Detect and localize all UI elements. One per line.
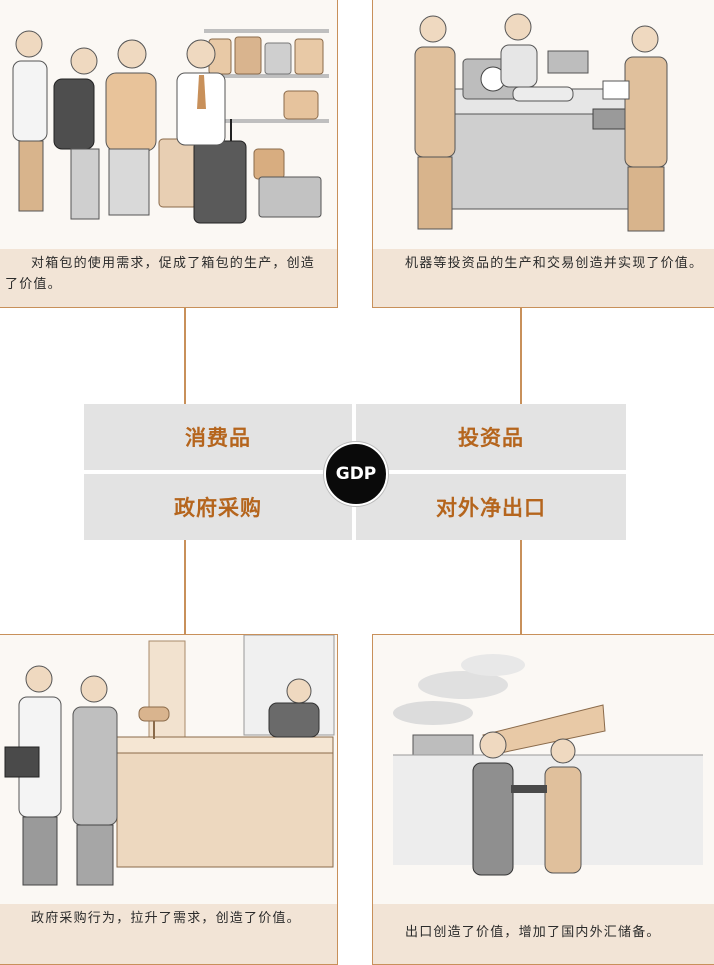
gdp-components-hub: 消费品 投资品 政府采购 对外净出口 GDP: [84, 404, 626, 540]
connector-investment: [520, 308, 522, 404]
government-panel: 政府采购行为，拉升了需求，创造了价值。: [0, 634, 338, 965]
government-office-illustration: [0, 635, 337, 905]
luggage-shop-illustration: [0, 0, 337, 251]
connector-exports: [520, 540, 522, 634]
exports-panel: 出口创造了价值，增加了国内外汇储备。: [372, 634, 714, 965]
factory-machine-illustration: [373, 0, 714, 251]
connector-government: [184, 540, 186, 634]
port-export-illustration: [373, 635, 714, 905]
government-purchases-label: 政府采购: [84, 474, 352, 540]
exports-caption: 出口创造了价值，增加了国内外汇储备。: [373, 904, 714, 964]
consumption-caption: 对箱包的使用需求，促成了箱包的生产，创造了价值。: [0, 249, 337, 307]
government-caption: 政府采购行为，拉升了需求，创造了价值。: [0, 904, 337, 964]
consumer-goods-label: 消费品: [84, 404, 352, 470]
investment-panel: 机器等投资品的生产和交易创造并实现了价值。: [372, 0, 714, 308]
net-exports-label: 对外净出口: [356, 474, 626, 540]
consumption-panel: 对箱包的使用需求，促成了箱包的生产，创造了价值。: [0, 0, 338, 308]
gdp-center-circle: GDP: [324, 442, 388, 506]
connector-consumption: [184, 308, 186, 404]
investment-goods-label: 投资品: [356, 404, 626, 470]
investment-caption: 机器等投资品的生产和交易创造并实现了价值。: [373, 249, 714, 307]
